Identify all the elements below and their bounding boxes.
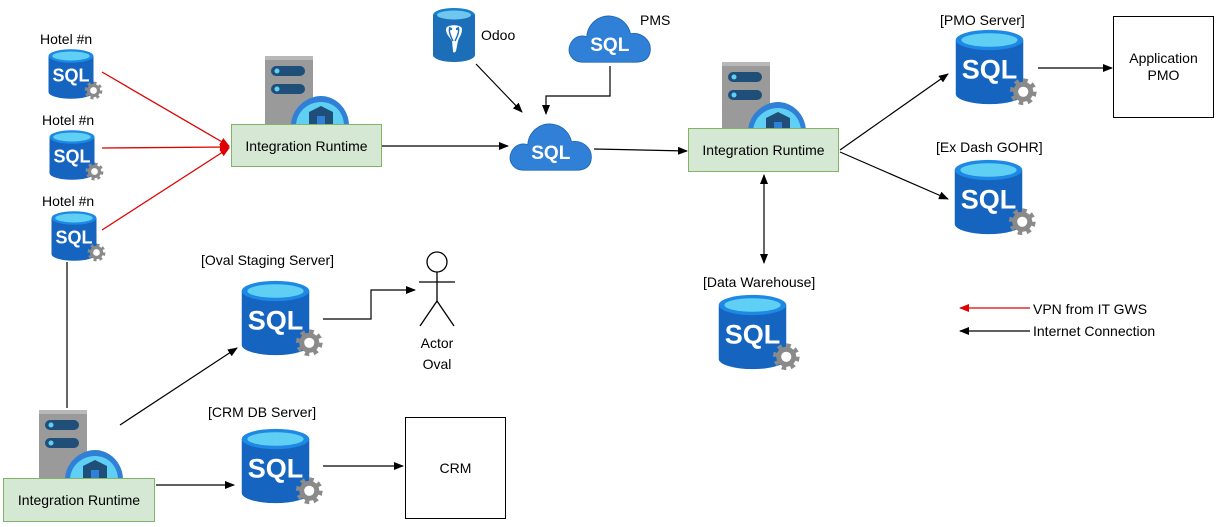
line-odoo-to-cloud xyxy=(475,63,523,113)
ex-dash-server-label: [Ex Dash GOHR] xyxy=(936,139,1043,155)
legend-internet-label: Internet Connection xyxy=(1033,323,1156,339)
vpn-line-hotel-2 xyxy=(101,143,230,152)
integration-runtime-server-icon xyxy=(39,410,123,480)
svg-text:SQL: SQL xyxy=(248,453,304,483)
line-ir-to-oval xyxy=(119,347,238,426)
postgresql-database-icon xyxy=(433,8,475,62)
line-ir-to-pmo xyxy=(839,73,949,151)
integration-runtime-box[interactable]: Integration Runtime xyxy=(231,124,382,167)
vpn-line-hotel-1 xyxy=(101,71,230,147)
application-pmo-box[interactable]: Application PMO xyxy=(1113,16,1214,118)
svg-text:SQL: SQL xyxy=(590,35,630,56)
crm-label: CRM xyxy=(439,459,472,476)
odoo-label: Odoo xyxy=(481,27,516,43)
data-warehouse-label: [Data Warehouse] xyxy=(703,274,816,290)
hotel-label-2: Hotel #n xyxy=(42,112,95,128)
vpn-line-hotel-3 xyxy=(101,147,230,231)
line-oval-to-actor xyxy=(323,286,416,320)
line-pms-to-cloud xyxy=(542,66,611,115)
sql-database-icon: SQL xyxy=(718,294,800,371)
integration-runtime-box[interactable]: Integration Runtime xyxy=(688,128,839,172)
actor-label-line-2: Oval xyxy=(422,356,452,372)
line-ir-to-exdash xyxy=(839,151,949,200)
application-pmo-line-2: PMO xyxy=(1147,67,1180,83)
sql-database-icon: SQL xyxy=(48,49,103,100)
hotel-label-1: Hotel #n xyxy=(40,31,93,47)
sql-cloud-icon: SQL xyxy=(568,15,651,63)
sql-cloud-icon: SQL xyxy=(509,123,592,171)
sql-database-icon: SQL xyxy=(955,29,1037,106)
svg-text:SQL: SQL xyxy=(531,143,571,164)
crm-db-server-label: [CRM DB Server] xyxy=(208,404,317,420)
crm-application-box[interactable]: CRM xyxy=(405,417,506,519)
actor-label-line-1: Actor xyxy=(420,335,454,351)
sql-database-icon: SQL xyxy=(241,280,323,357)
integration-runtime-server-icon xyxy=(265,56,349,126)
pmo-server-label: [PMO Server] xyxy=(940,12,1025,28)
line-cloud-to-ir xyxy=(593,146,688,155)
svg-text:SQL: SQL xyxy=(961,184,1017,214)
svg-text:SQL: SQL xyxy=(53,147,90,167)
integration-runtime-box[interactable]: Integration Runtime xyxy=(3,478,155,522)
integration-runtime-server-icon xyxy=(722,62,806,132)
application-pmo-line-1: Application xyxy=(1129,50,1198,66)
sql-database-icon: SQL xyxy=(49,130,104,181)
svg-text:SQL: SQL xyxy=(248,305,304,335)
hotel-label-3: Hotel #n xyxy=(42,193,95,209)
svg-text:SQL: SQL xyxy=(52,66,89,86)
sql-database-icon: SQL xyxy=(241,428,323,505)
svg-text:SQL: SQL xyxy=(962,54,1018,84)
sql-database-icon: SQL xyxy=(954,159,1036,236)
pms-label: PMS xyxy=(640,12,671,28)
svg-text:SQL: SQL xyxy=(55,228,92,248)
legend-vpn-label: VPN from IT GWS xyxy=(1033,301,1148,317)
sql-database-icon: SQL xyxy=(51,211,106,262)
svg-text:SQL: SQL xyxy=(725,319,781,349)
actor-icon xyxy=(419,251,455,327)
oval-staging-server-label: [Oval Staging Server] xyxy=(201,252,335,268)
actor-label: Actor Oval xyxy=(405,335,469,372)
